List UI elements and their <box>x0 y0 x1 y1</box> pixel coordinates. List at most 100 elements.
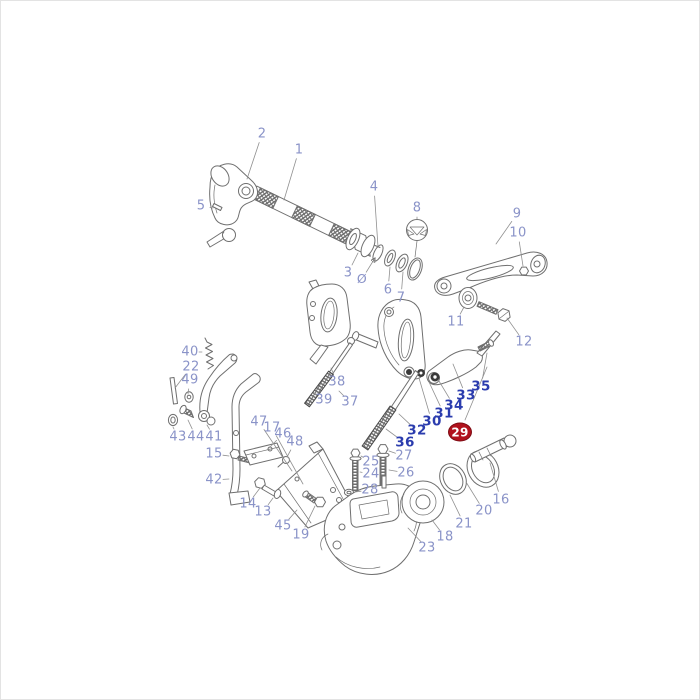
part-washer-b <box>395 253 409 273</box>
leader-line <box>388 469 398 472</box>
part-label-36[interactable]: 36 <box>395 434 415 451</box>
part-label-4[interactable]: 4 <box>369 179 379 195</box>
part-pivot-rollers <box>406 369 440 382</box>
part-label-23[interactable]: 23 <box>418 540 436 556</box>
part-stud-unlabeled <box>206 228 236 248</box>
part-label-41[interactable]: 41 <box>205 429 223 445</box>
part-boss <box>399 480 445 524</box>
part-support-plate <box>306 279 379 365</box>
part-label-32[interactable]: 32 <box>407 422 427 439</box>
part-label-9[interactable]: 9 <box>512 206 522 222</box>
part-adjusting-rod <box>361 370 419 451</box>
part-label-49[interactable]: 49 <box>181 372 199 388</box>
leader-line <box>266 439 278 451</box>
part-label-39[interactable]: 39 <box>315 392 333 408</box>
part-label-6[interactable]: 6 <box>383 282 393 298</box>
part-label-46[interactable]: 46 <box>274 426 292 442</box>
part-label-1[interactable]: 1 <box>294 142 304 158</box>
part-cam-plate <box>377 298 426 380</box>
part-bushing <box>345 227 376 258</box>
part-stud-short <box>349 448 362 494</box>
part-label-43[interactable]: 43 <box>169 429 187 445</box>
part-label-33[interactable]: 33 <box>456 387 476 404</box>
leader-line <box>431 519 440 531</box>
leader-line <box>275 435 304 485</box>
leader-line <box>495 220 513 245</box>
leader-line <box>351 252 359 266</box>
part-label-13[interactable]: 13 <box>254 504 272 520</box>
leader-line <box>388 450 396 454</box>
leader-lines <box>172 142 524 542</box>
part-threaded-link <box>304 337 355 408</box>
part-label-30[interactable]: 30 <box>422 413 442 430</box>
leader-line <box>246 142 260 180</box>
part-label-26[interactable]: 26 <box>397 465 415 481</box>
leader-line <box>489 462 499 492</box>
part-bolt-washer <box>254 477 282 499</box>
part-label-3[interactable]: 3 <box>343 265 353 281</box>
part-label-25[interactable]: 25 <box>362 454 380 470</box>
part-label-15[interactable]: 15 <box>205 446 223 462</box>
leader-line <box>385 428 399 439</box>
part-yoke <box>209 163 259 226</box>
part-label-45[interactable]: 45 <box>274 518 292 534</box>
part-label-8[interactable]: 8 <box>412 200 422 216</box>
leader-line <box>360 455 364 458</box>
part-label-40[interactable]: 40 <box>181 344 199 360</box>
leader-line <box>354 490 362 493</box>
part-washer-a <box>384 249 396 267</box>
part-label-31[interactable]: 31 <box>434 405 454 422</box>
part-label-20[interactable]: 20 <box>475 503 493 519</box>
leader-line <box>338 390 345 397</box>
part-label-22[interactable]: 22 <box>182 359 200 375</box>
leader-line <box>222 454 230 457</box>
part-label-27[interactable]: 27 <box>395 448 413 464</box>
part-label-11[interactable]: 11 <box>447 314 465 330</box>
part-label-24[interactable]: 24 <box>362 466 380 482</box>
part-label-7[interactable]: 7 <box>396 290 406 306</box>
part-label-48[interactable]: 48 <box>286 434 304 450</box>
leader-line <box>304 505 316 528</box>
part-bolt-hex <box>476 301 511 322</box>
part-bent-lever-b <box>228 373 261 506</box>
part-pin-lever <box>477 339 494 352</box>
part-label-35[interactable]: 35 <box>471 378 491 395</box>
leader-line <box>506 317 520 336</box>
part-label-34[interactable]: 34 <box>444 397 464 414</box>
leader-line <box>459 306 465 315</box>
part-label-12[interactable]: 12 <box>515 334 533 350</box>
highlighted-part-label-29[interactable]: 29 <box>448 422 472 442</box>
part-label-10[interactable]: 10 <box>509 225 527 241</box>
leader-line <box>172 426 175 430</box>
part-label-21[interactable]: 21 <box>455 516 473 532</box>
part-label-16[interactable]: 16 <box>492 492 510 508</box>
leader-line <box>206 424 210 430</box>
leader-line <box>288 509 298 520</box>
leader-line <box>187 419 193 430</box>
leader-line <box>267 497 274 506</box>
part-seal-inner <box>439 463 467 495</box>
part-housing <box>320 475 424 575</box>
leader-line <box>465 481 480 504</box>
part-label-19[interactable]: 19 <box>292 527 310 543</box>
diameter-symbol[interactable]: Ø <box>356 270 368 286</box>
leader-line <box>283 158 297 201</box>
leader-line <box>452 363 464 389</box>
part-label-14[interactable]: 14 <box>239 496 257 512</box>
part-label-17[interactable]: 17 <box>263 420 281 436</box>
part-label-47[interactable]: 47 <box>250 414 268 430</box>
part-label-42[interactable]: 42 <box>205 472 223 488</box>
part-label-28[interactable]: 28 <box>361 482 379 498</box>
leader-line <box>252 487 261 498</box>
part-label-44[interactable]: 44 <box>187 429 205 445</box>
part-label-2[interactable]: 2 <box>257 126 267 142</box>
part-label-37[interactable]: 37 <box>341 394 359 410</box>
part-bushing-small <box>179 404 194 418</box>
part-flat-plate <box>243 442 284 466</box>
part-label-38[interactable]: 38 <box>328 374 346 390</box>
part-label-18[interactable]: 18 <box>436 529 454 545</box>
part-label-5[interactable]: 5 <box>196 198 206 214</box>
leader-line <box>398 413 411 426</box>
